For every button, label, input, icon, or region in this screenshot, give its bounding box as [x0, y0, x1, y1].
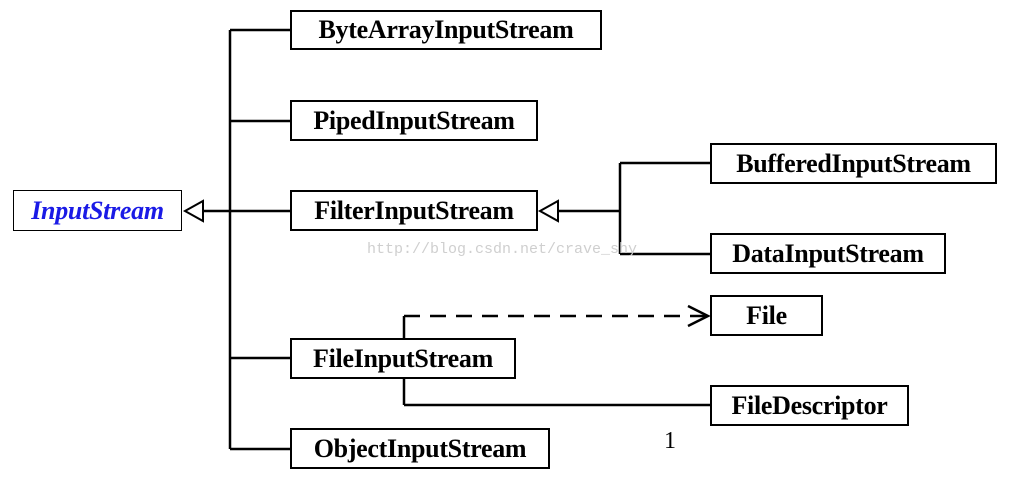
inputstream-box: InputStream — [13, 190, 182, 231]
inheritance-arrowhead — [182, 199, 204, 223]
datainputstream-box: DataInputStream — [710, 233, 946, 274]
filterinputstream-box: FilterInputStream — [290, 190, 538, 231]
bytearrayinputstream-box: ByteArrayInputStream — [290, 10, 602, 50]
datainputstream-label: DataInputStream — [732, 238, 924, 268]
dependency-arrowhead — [687, 304, 711, 328]
filedescriptor-label: FileDescriptor — [731, 390, 888, 420]
bufferedinputstream-box: BufferedInputStream — [710, 143, 997, 184]
page-number: 1 — [664, 428, 676, 454]
fileinputstream-box: FileInputStream — [290, 338, 516, 379]
pipedinputstream-box: PipedInputStream — [290, 100, 538, 141]
bytearrayinputstream-label: ByteArrayInputStream — [318, 15, 574, 44]
filter-inheritance-arrowhead — [537, 199, 559, 223]
file-label: File — [746, 300, 787, 330]
objectinputstream-box: ObjectInputStream — [290, 428, 550, 469]
watermark-text: http://blog.csdn.net/crave_shy — [367, 241, 638, 258]
pipedinputstream-label: PipedInputStream — [313, 105, 515, 135]
filedescriptor-box: FileDescriptor — [710, 385, 909, 426]
fileinputstream-label: FileInputStream — [313, 343, 493, 373]
bufferedinputstream-label: BufferedInputStream — [736, 148, 971, 178]
file-box: File — [710, 295, 823, 336]
filterinputstream-label: FilterInputStream — [314, 195, 514, 225]
objectinputstream-label: ObjectInputStream — [313, 433, 527, 463]
inputstream-label: InputStream — [31, 195, 164, 225]
